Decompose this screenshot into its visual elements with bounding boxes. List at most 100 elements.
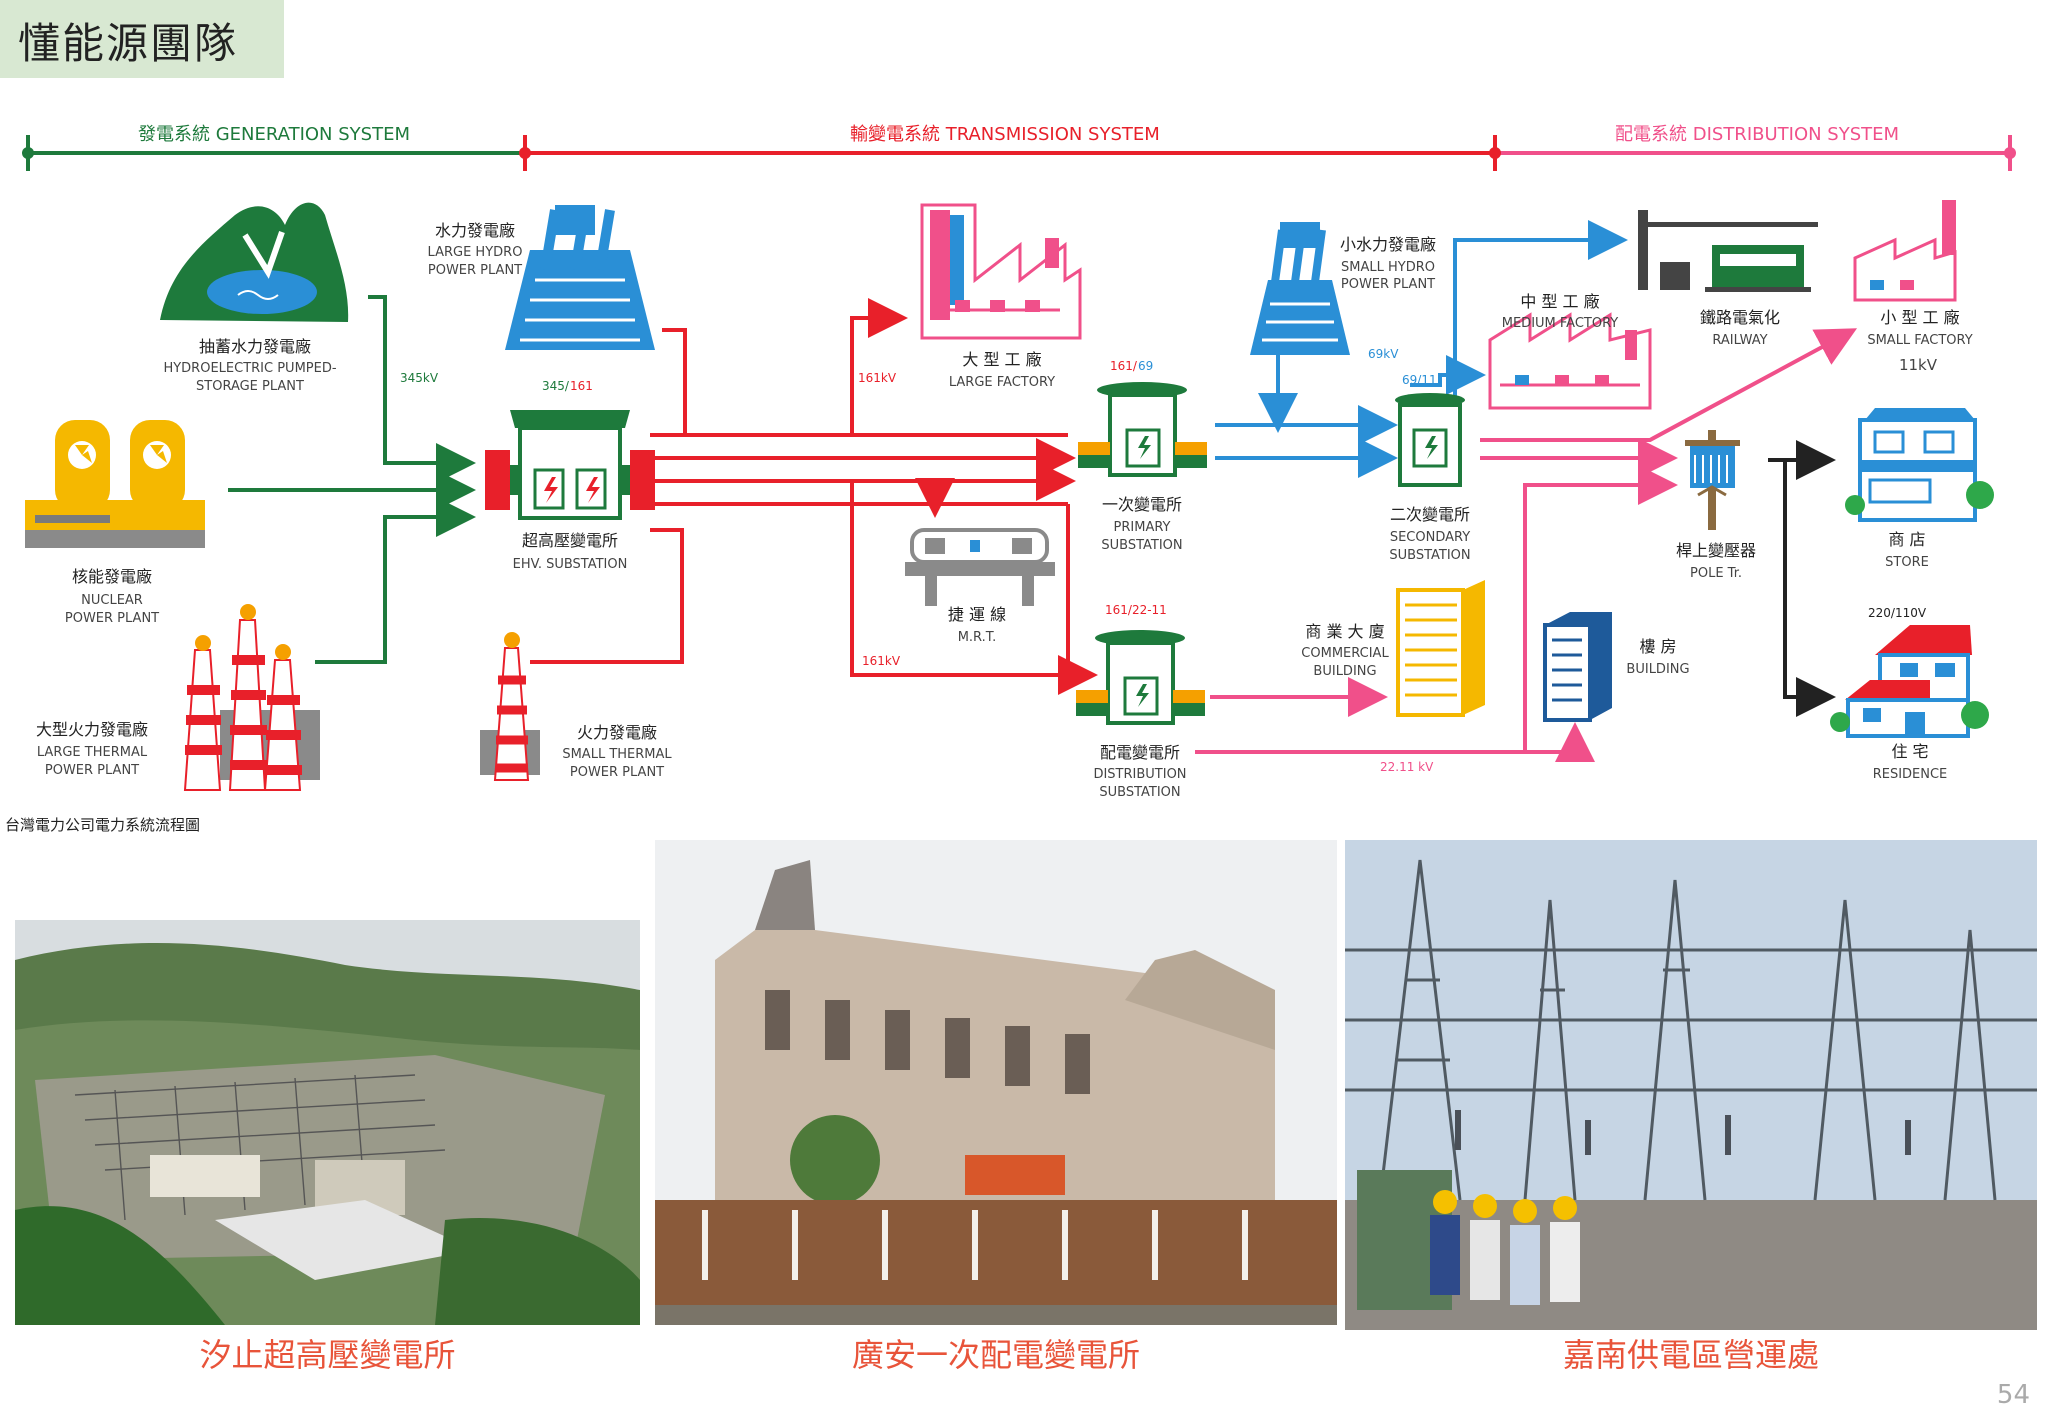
mrt-label-zh: 捷 運 線 [948,605,1006,624]
pumped-storage-label-zh: 抽蓄水力發電廠 [199,337,311,356]
transmission-label: 輸變電系統 TRANSMISSION SYSTEM [850,124,1160,145]
voltage-161-22: 161/22-11 [1105,603,1167,617]
railway-icon [1638,210,1818,292]
generation-label: 發電系統 GENERATION SYSTEM [138,124,410,145]
large-factory-label-en: LARGE FACTORY [949,375,1055,390]
photo-caption-guangan: 廣安一次配電變電所 [851,1336,1140,1374]
large-thermal-plant-icon [183,604,320,791]
small-hydro-icon [1250,222,1350,355]
medium-factory-label-zh: 中 型 工 廠 [1520,292,1599,311]
photo-xizhi-illustration [15,920,640,1325]
distribution-label: 配電系統 DISTRIBUTION SYSTEM [1615,124,1899,145]
page-number: 54 [1996,1380,2030,1410]
large-thermal-label-en2: POWER PLANT [45,763,139,778]
distribution-flows [1195,328,1858,762]
secondary-label-zh: 二次變電所 [1390,505,1470,524]
railway-label-zh: 鐵路電氣化 [1700,308,1780,327]
pole-transformer-icon [1685,430,1740,530]
nuclear-label-en1: NUCLEAR [81,593,143,608]
distribution-substation-icon [1076,630,1205,725]
small-thermal-label-en2: POWER PLANT [570,765,664,780]
small-factory-label-en: SMALL FACTORY [1867,333,1972,348]
distribution-label-en1: DISTRIBUTION [1093,767,1186,782]
primary-label-en2: SUBSTATION [1101,538,1182,553]
mrt-label-en: M.R.T. [958,630,997,645]
nuclear-label-en2: POWER PLANT [65,611,159,626]
commercial-building-icon [1396,580,1485,717]
store-label-en: STORE [1885,555,1929,570]
photo-jianan-service-office [1345,840,2037,1330]
photo-caption-xizhi: 汐止超高壓變電所 [199,1336,456,1374]
small-factory-icon [1853,200,1957,302]
voltage-161-69-b: 69 [1138,359,1153,373]
diagram-caption: 台灣電力公司電力系統流程圖 [5,816,200,834]
secondary-substation-icon [1395,393,1465,487]
pole-tr-label-en: POLE Tr. [1690,566,1742,581]
photo-xizhi-ehv-substation [15,920,640,1325]
voltage-161kv-bottom: 161kV [862,654,901,668]
medium-factory-label-en: MEDIUM FACTORY [1502,316,1619,331]
small-hydro-label-en2: POWER PLANT [1341,277,1435,292]
residence-icon [1830,625,1989,738]
primary-label-en1: PRIMARY [1114,520,1171,535]
secondary-label-en2: SUBSTATION [1389,548,1470,563]
small-thermal-label-en1: SMALL THERMAL [562,747,672,762]
nuclear-label-zh: 核能發電廠 [72,567,152,586]
pumped-storage-label-en1: HYDROELECTRIC PUMPED- [163,361,336,376]
store-label-zh: 商 店 [1888,530,1925,549]
primary-substation-icon [1078,382,1207,477]
generation-flows [228,295,476,664]
building-label-en: BUILDING [1626,662,1689,677]
small-hydro-label-en1: SMALL HYDRO [1341,260,1435,275]
medium-factory-icon [1488,312,1652,410]
large-hydro-icon [505,205,655,350]
primary-label-zh: 一次變電所 [1102,495,1182,514]
ehv-substation-icon [485,410,655,520]
large-hydro-label-en2: POWER PLANT [428,263,522,278]
nuclear-plant-icon [25,420,205,548]
secondary-label-en1: SECONDARY [1390,530,1470,545]
low-voltage-flows [1768,440,1836,717]
photo-guangan-illustration [655,840,1337,1325]
store-icon [1845,408,1994,522]
transmission-flows [530,298,1098,695]
voltage-22-11: 22.11 kV [1380,760,1434,774]
building-icon [1543,612,1612,722]
distribution-label-en2: SUBSTATION [1099,785,1180,800]
large-hydro-label-zh: 水力發電廠 [435,221,515,240]
pole-tr-label-zh: 桿上變壓器 [1676,541,1756,560]
residence-label-zh: 住 宅 [1891,742,1928,761]
section-bar: 發電系統 GENERATION SYSTEM 輸變電系統 TRANSMISSIO… [22,124,2016,171]
ehv-label-zh: 超高壓變電所 [522,531,618,550]
small-thermal-label-zh: 火力發電廠 [577,723,657,742]
commercial-label-en2: BUILDING [1313,664,1376,679]
large-hydro-label-en1: LARGE HYDRO [428,245,523,260]
photo-caption-jianan: 嘉南供電區營運處 [1562,1336,1819,1374]
voltage-220-110: 220/110V [1868,606,1927,620]
small-factory-label-zh: 小 型 工 廠 [1880,308,1959,327]
small-factory-voltage: 11kV [1899,356,1938,374]
voltage-161-69-a: 161/ [1110,359,1138,373]
voltage-69-11: 69/11 [1402,373,1437,387]
commercial-label-zh: 商 業 大 廈 [1305,622,1384,641]
distribution-label-zh: 配電變電所 [1100,743,1180,762]
voltage-161kv-top: 161kV [858,371,897,385]
pumped-storage-plant-icon [160,202,349,322]
large-factory-label-zh: 大 型 工 廠 [962,350,1041,369]
team-title: 懂能源團隊 [18,19,239,68]
commercial-label-en1: COMMERCIAL [1301,646,1389,661]
railway-label-en: RAILWAY [1712,333,1767,348]
pumped-storage-label-en2: STORAGE PLANT [196,379,304,394]
power-system-flow-diagram: 發電系統 GENERATION SYSTEM 輸變電系統 TRANSMISSIO… [5,124,2016,834]
residence-label-en: RESIDENCE [1873,767,1948,782]
large-thermal-label-en1: LARGE THERMAL [37,745,148,760]
voltage-345-161-a: 345/ [542,379,570,393]
large-thermal-label-zh: 大型火力發電廠 [36,720,148,739]
mrt-icon [905,528,1055,606]
voltage-69kv: 69kV [1368,347,1399,361]
building-label-zh: 樓 房 [1639,637,1676,656]
voltage-345kv: 345kV [400,371,439,385]
small-hydro-label-zh: 小水力發電廠 [1340,235,1436,254]
small-thermal-plant-icon [480,632,540,781]
large-factory-icon [920,203,1082,340]
